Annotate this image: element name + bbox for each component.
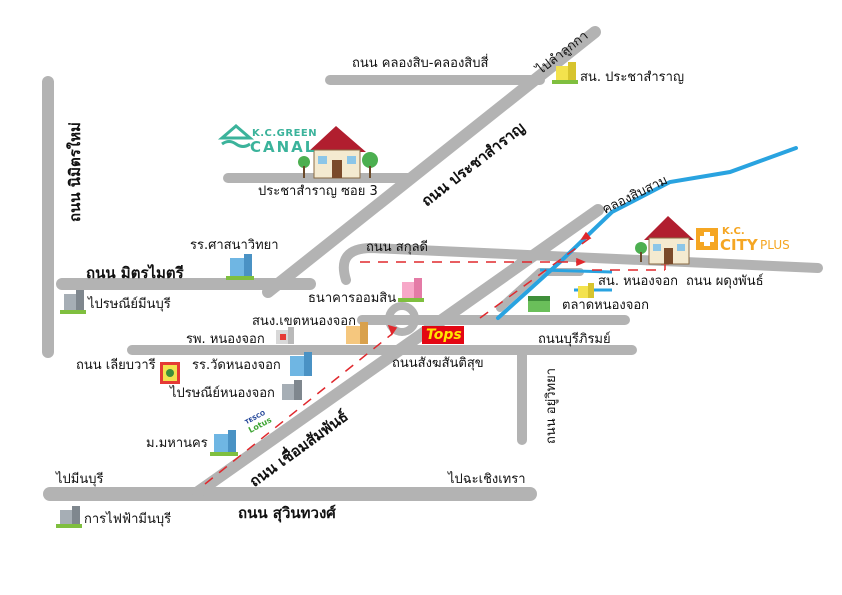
min-buri-electric-label: การไฟฟ้ามีนบุรี: [84, 512, 172, 527]
kc-city-logo-plus: PLUS: [760, 238, 790, 252]
building-icon: [290, 352, 312, 376]
route-arrow-head-2: [580, 231, 592, 240]
kc-green-logo-top: K.C.GREEN: [252, 128, 318, 139]
mitmaitri-road-label: ถนน มิตรไมตรี: [86, 264, 184, 282]
building-icon: [60, 290, 86, 314]
building-icon: [578, 283, 594, 298]
building-icon: [226, 254, 254, 280]
house-icon: [635, 216, 694, 265]
nimit-mai-road-label: ถนน นิมิตรใหม่: [66, 122, 84, 222]
tops-logo-text: Tops: [426, 327, 462, 343]
to-chachoengsao-label: ไปฉะเชิงเทรา: [448, 472, 526, 487]
nong-chok-hospital-label: รพ. หนองจอก: [186, 332, 265, 347]
nong-chok-district-office-label: สนง.เขตหนองจอก: [252, 314, 356, 329]
house-icon: [298, 126, 378, 179]
route-line-chuam: [204, 333, 393, 485]
prachasamran-soi3-label: ประชาสำราญ ซอย 3: [258, 184, 378, 199]
yu-witthaya-road-label: ถนน อยู่วิทยา: [544, 368, 559, 444]
kc-city-logo-top: K.C.: [722, 226, 745, 237]
canal-branch: [539, 268, 613, 274]
building-icon: [552, 62, 578, 84]
min-buri-post-label: ไปรษณีย์มีนบุรี: [88, 297, 171, 312]
buri-rom-road-label: ถนนบุรีภิรมย์: [538, 332, 611, 347]
kc-city-logo-main: CITY: [720, 236, 758, 254]
building-icon: [276, 327, 294, 344]
building-icon: [56, 506, 82, 528]
to-min-buri-label: ไปมีนบุรี: [56, 472, 104, 487]
building-icon: [282, 380, 302, 400]
nong-chok-post-label: ไปรษณีย์หนองจอก: [170, 386, 275, 401]
canal-khlong-sip-sam: [496, 146, 798, 320]
market-icon: [528, 296, 550, 312]
road-network: [42, 26, 823, 501]
route-line-nong-chok: [479, 237, 591, 319]
phadungphan-road-label: ถนน ผดุงพันธ์: [686, 274, 764, 289]
tops-logo-icon: [422, 326, 464, 344]
route-arrow-head-3: [576, 257, 586, 267]
kc-city-logo-icon: [696, 228, 718, 250]
temple-icon: [160, 362, 180, 384]
sasana-school-label: รร.ศาสนาวิทยา: [190, 238, 279, 253]
nong-chok-market-label: ตลาดหนองจอก: [562, 298, 650, 313]
route-arrow-head-1: [387, 324, 398, 336]
kc-green-logo-icon: [217, 124, 255, 148]
tesco-lotus-icon: [242, 395, 276, 425]
sakunadi-road-label: ถนน สกุลดี: [366, 240, 428, 255]
roundabout: [385, 302, 419, 336]
gsb-bank-label: ธนาคารออมสิน: [308, 291, 397, 306]
wat-nong-chok-school-label: รร.วัดหนองจอก: [192, 358, 281, 373]
nong-chok-district-label: สน. หนองจอก: [598, 274, 678, 289]
building-icon: [346, 322, 368, 344]
liab-wari-road-label: ถนน เลียบวารี: [76, 358, 156, 373]
building-icon: [210, 430, 238, 456]
sangkhom-road-label: ถนนสังฆสันติสุข: [392, 356, 484, 371]
prachasamran-school-label: สน. ประชาสำราญ: [580, 70, 685, 85]
building-icon: [398, 278, 424, 302]
suwinthawong-road-label: ถนน สุวินทวงศ์: [238, 504, 336, 522]
road-sakunadi: [338, 243, 823, 285]
kc-green-logo-bottom: CANAL: [250, 138, 317, 156]
khlong-sip-road-label: ถนน คลองสิบ-คลองสิบสี่: [352, 56, 489, 71]
mahanakorn-univ-label: ม.มหานคร: [146, 436, 208, 451]
